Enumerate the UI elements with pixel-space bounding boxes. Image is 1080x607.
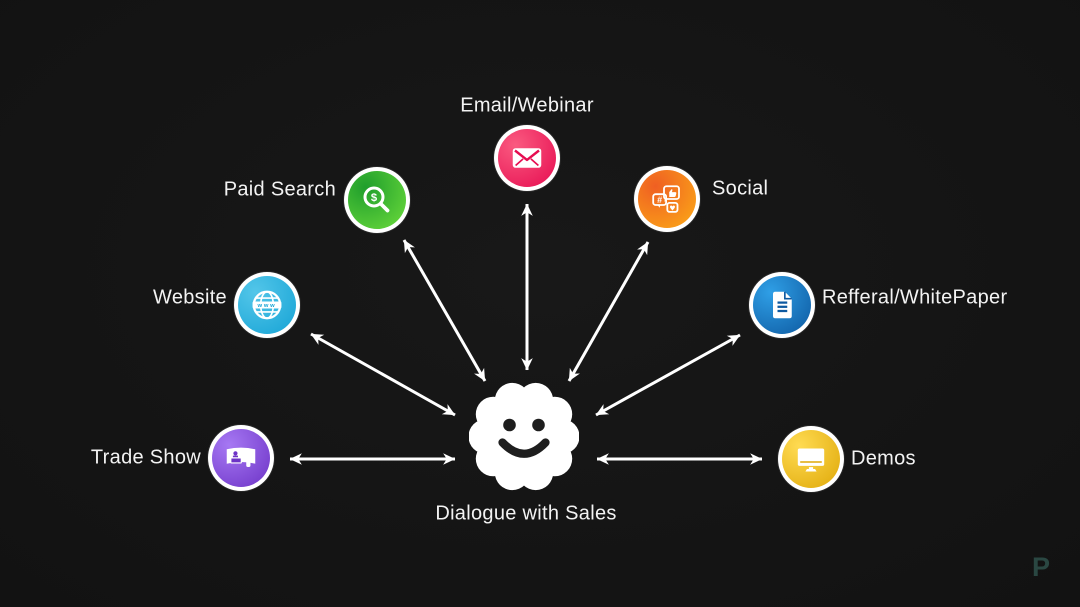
globe-www-icon: www	[249, 287, 285, 323]
envelope-icon	[509, 140, 545, 176]
node-refferal-whitepaper	[749, 272, 815, 338]
node-paid-search: $	[344, 167, 410, 233]
node-trade-show	[208, 425, 274, 491]
label-website: Website	[153, 286, 227, 309]
document-icon	[764, 287, 800, 323]
arrow-social-center	[567, 241, 650, 382]
smiley-badge-icon	[468, 382, 580, 497]
svg-text:$: $	[371, 192, 378, 204]
tradeshow-booth-icon	[223, 440, 259, 476]
label-email-webinar: Email/Webinar	[460, 94, 594, 117]
arrow-refferal-center	[595, 333, 741, 417]
label-demos: Demos	[851, 447, 916, 470]
social-bubbles-icon: # ♥	[649, 181, 685, 217]
svg-text:www: www	[256, 303, 276, 309]
node-demos	[778, 426, 844, 492]
node-social: # ♥	[634, 166, 700, 232]
svg-text:♥: ♥	[669, 204, 675, 212]
label-dialogue-with-sales: Dialogue with Sales	[435, 502, 617, 525]
watermark-logo: P	[1032, 552, 1051, 582]
node-email-webinar	[494, 125, 560, 191]
arrow-paid-search-center	[402, 239, 487, 382]
arrow-website-center	[310, 332, 456, 417]
label-paid-search: Paid Search	[223, 178, 336, 201]
dollar-search-icon: $	[359, 182, 395, 218]
svg-text:#: #	[657, 195, 662, 205]
label-refferal-whitepaper: Refferal/WhitePaper	[822, 286, 1008, 309]
label-social: Social	[712, 177, 769, 200]
monitor-icon	[793, 441, 829, 477]
label-trade-show: Trade Show	[90, 446, 201, 469]
node-website: www	[234, 272, 300, 338]
